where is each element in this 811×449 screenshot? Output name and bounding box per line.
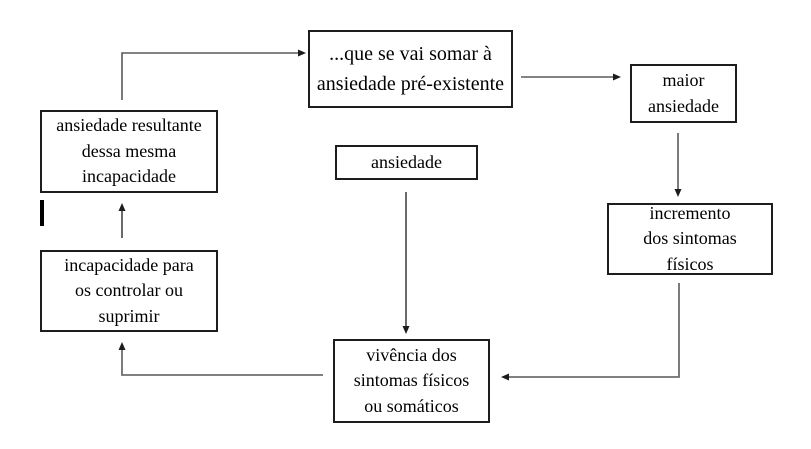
- node-ansiedade-resultante: ansiedade resultante dessa mesma incapac…: [40, 110, 218, 193]
- node-maior-ansiedade-label: maior ansiedade: [648, 69, 719, 116]
- node-incapacidade-controlar: incapacidade para os controlar ou suprim…: [40, 250, 218, 332]
- arrow-vivencia-to-incapacidade: [118, 342, 323, 376]
- node-vivencia-sintomas-label: vivência dos sintomas físicos ou somátic…: [353, 344, 470, 416]
- node-maior-ansiedade: maior ansiedade: [630, 64, 737, 123]
- node-vivencia-sintomas: vivência dos sintomas físicos ou somátic…: [333, 339, 490, 423]
- node-somar-label: ...que se vai somar à ansiedade pré-exis…: [316, 43, 505, 95]
- node-ansiedade-label: ansiedade: [371, 151, 442, 172]
- node-incremento-sintomas: incremento dos sintomas físicos: [607, 203, 773, 275]
- node-ansiedade-resultante-label: ansiedade resultante dessa mesma incapac…: [56, 115, 202, 187]
- arrow-resultante-to-somar: [121, 49, 306, 100]
- node-incapacidade-controlar-label: incapacidade para os controlar ou suprim…: [64, 254, 194, 326]
- node-somar: ...que se vai somar à ansiedade pré-exis…: [308, 30, 513, 108]
- node-ansiedade: ansiedade: [335, 145, 478, 180]
- node-incremento-sintomas-label: incremento dos sintomas físicos: [643, 202, 737, 274]
- arrow-incremento-to-vivencia: [501, 283, 680, 381]
- stray-vertical-mark: [40, 200, 44, 226]
